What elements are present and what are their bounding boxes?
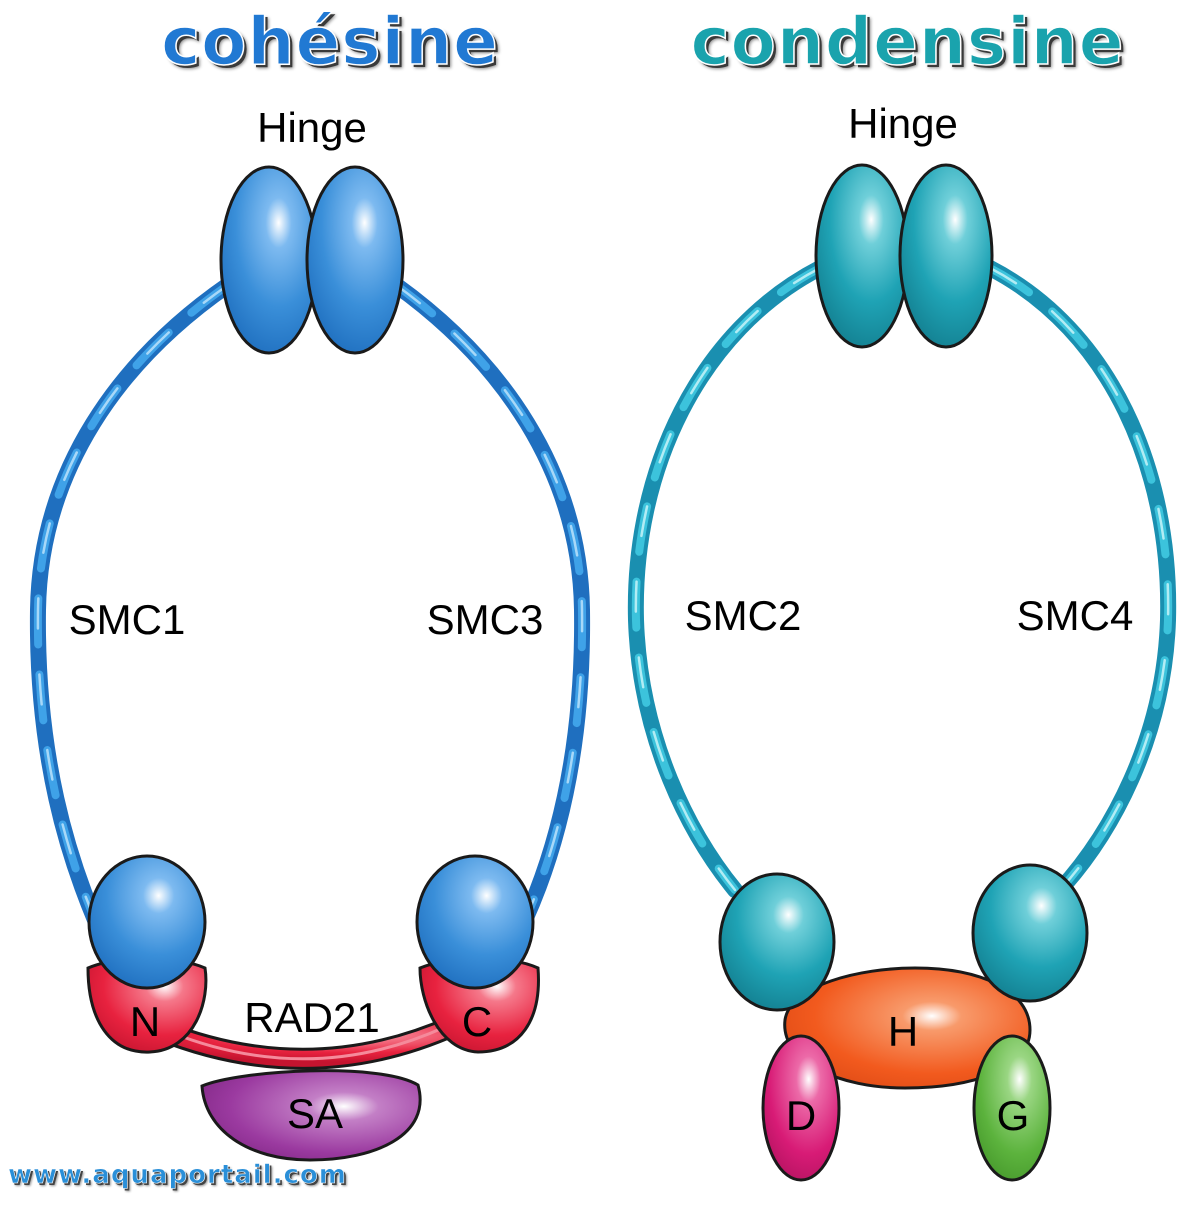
smc4-label: SMC4 xyxy=(1016,592,1134,639)
smc4-coiled-coil xyxy=(982,260,1177,898)
smc1-label: SMC1 xyxy=(68,596,186,643)
cohesin-complex xyxy=(29,165,591,1162)
condensin-hinge xyxy=(814,163,994,349)
smc2-coiled-coil xyxy=(627,260,828,898)
sa-label: SA xyxy=(286,1090,344,1137)
condensin-hinge-label: Hinge xyxy=(848,100,958,147)
smc1-head-domain xyxy=(87,854,207,990)
smc2-head-domain xyxy=(718,872,836,1012)
smc1-coiled-coil xyxy=(29,277,236,928)
h-subunit xyxy=(783,966,1032,1090)
g-subunit xyxy=(972,1034,1052,1182)
smc2-label: SMC2 xyxy=(684,592,802,639)
g-label: G xyxy=(996,1092,1030,1139)
rad21-label: RAD21 xyxy=(244,994,380,1041)
cohesin-hinge xyxy=(219,165,405,355)
smc4-head-domain xyxy=(971,863,1089,1003)
smc3-label: SMC3 xyxy=(426,596,544,643)
condensin-title: condensine xyxy=(690,2,1125,81)
c-cap-label: C xyxy=(461,998,493,1045)
n-cap-label: N xyxy=(129,998,161,1045)
condensin-complex xyxy=(627,163,1177,1182)
cohesin-hinge-label: Hinge xyxy=(257,104,367,151)
d-label: D xyxy=(785,1092,817,1139)
sa-subunit xyxy=(200,1069,422,1162)
cohesin-title: cohésine xyxy=(160,2,499,81)
footer-url: www.aquaportail.com xyxy=(8,1160,347,1191)
h-label: H xyxy=(887,1008,919,1055)
d-subunit xyxy=(761,1034,841,1182)
smc3-head-domain xyxy=(415,854,535,990)
smc3-coiled-coil xyxy=(388,277,591,928)
